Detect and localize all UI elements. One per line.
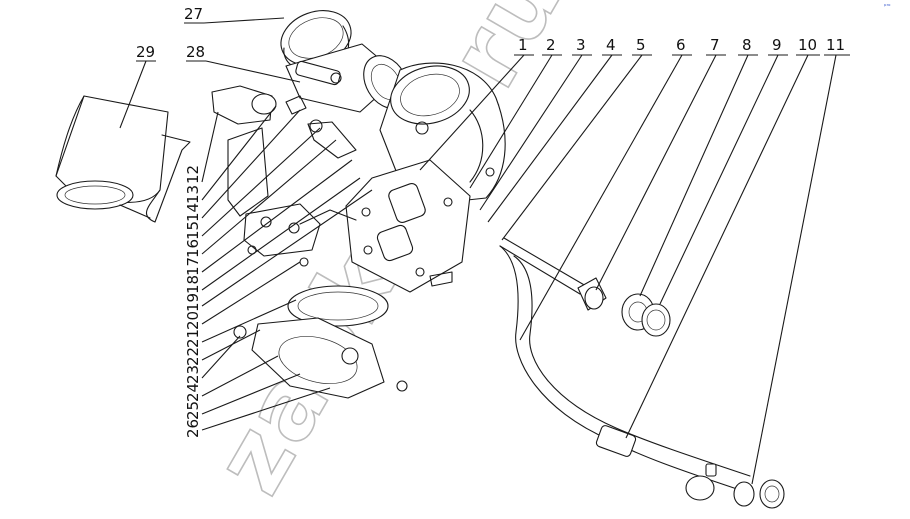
bolt-and-fittings [499,237,671,337]
callout-16: 16 [184,239,202,258]
callout-4: 4 [606,36,616,54]
callout-5: 5 [636,36,646,54]
callout-7: 7 [710,36,720,54]
callout-18: 18 [184,275,202,294]
part-29-sleeve [55,95,191,223]
part-27-cap [280,10,352,72]
bracket-assembly [211,85,357,267]
callout-8: 8 [742,36,752,54]
callouts-left: 12 13 14 15 16 17 18 19 20 21 22 23 24 2… [184,105,373,438]
oil-drain-pipe [499,245,785,509]
callout-1: 1 [518,36,528,54]
callout-15: 15 [184,221,202,240]
callout-19: 19 [184,293,202,312]
callout-6: 6 [676,36,686,54]
lower-flange-assembly [233,285,408,399]
callout-12: 12 [184,165,202,184]
callout-29: 29 [136,43,155,61]
callouts-right: 1 2 3 4 5 6 7 8 9 10 11 [419,36,850,485]
callout-9: 9 [772,36,782,54]
callout-27: 27 [184,5,203,23]
callout-10: 10 [798,36,817,54]
callout-24: 24 [184,383,202,402]
callout-26: 26 [184,419,202,438]
callout-22: 22 [184,347,202,366]
corner-mark: ᵖʳᵒ [884,3,891,10]
callout-23: 23 [184,365,202,384]
callout-28: 28 [186,43,205,61]
callout-2: 2 [546,36,556,54]
callouts-top: 27 28 29 [119,5,301,129]
callout-11: 11 [826,36,845,54]
callout-20: 20 [184,311,202,330]
callout-14: 14 [184,203,202,222]
callout-17: 17 [184,257,202,276]
callout-13: 13 [184,185,202,204]
callout-21: 21 [184,329,202,348]
callout-25: 25 [184,401,202,420]
callout-3: 3 [576,36,586,54]
manifold-flange [345,159,471,293]
